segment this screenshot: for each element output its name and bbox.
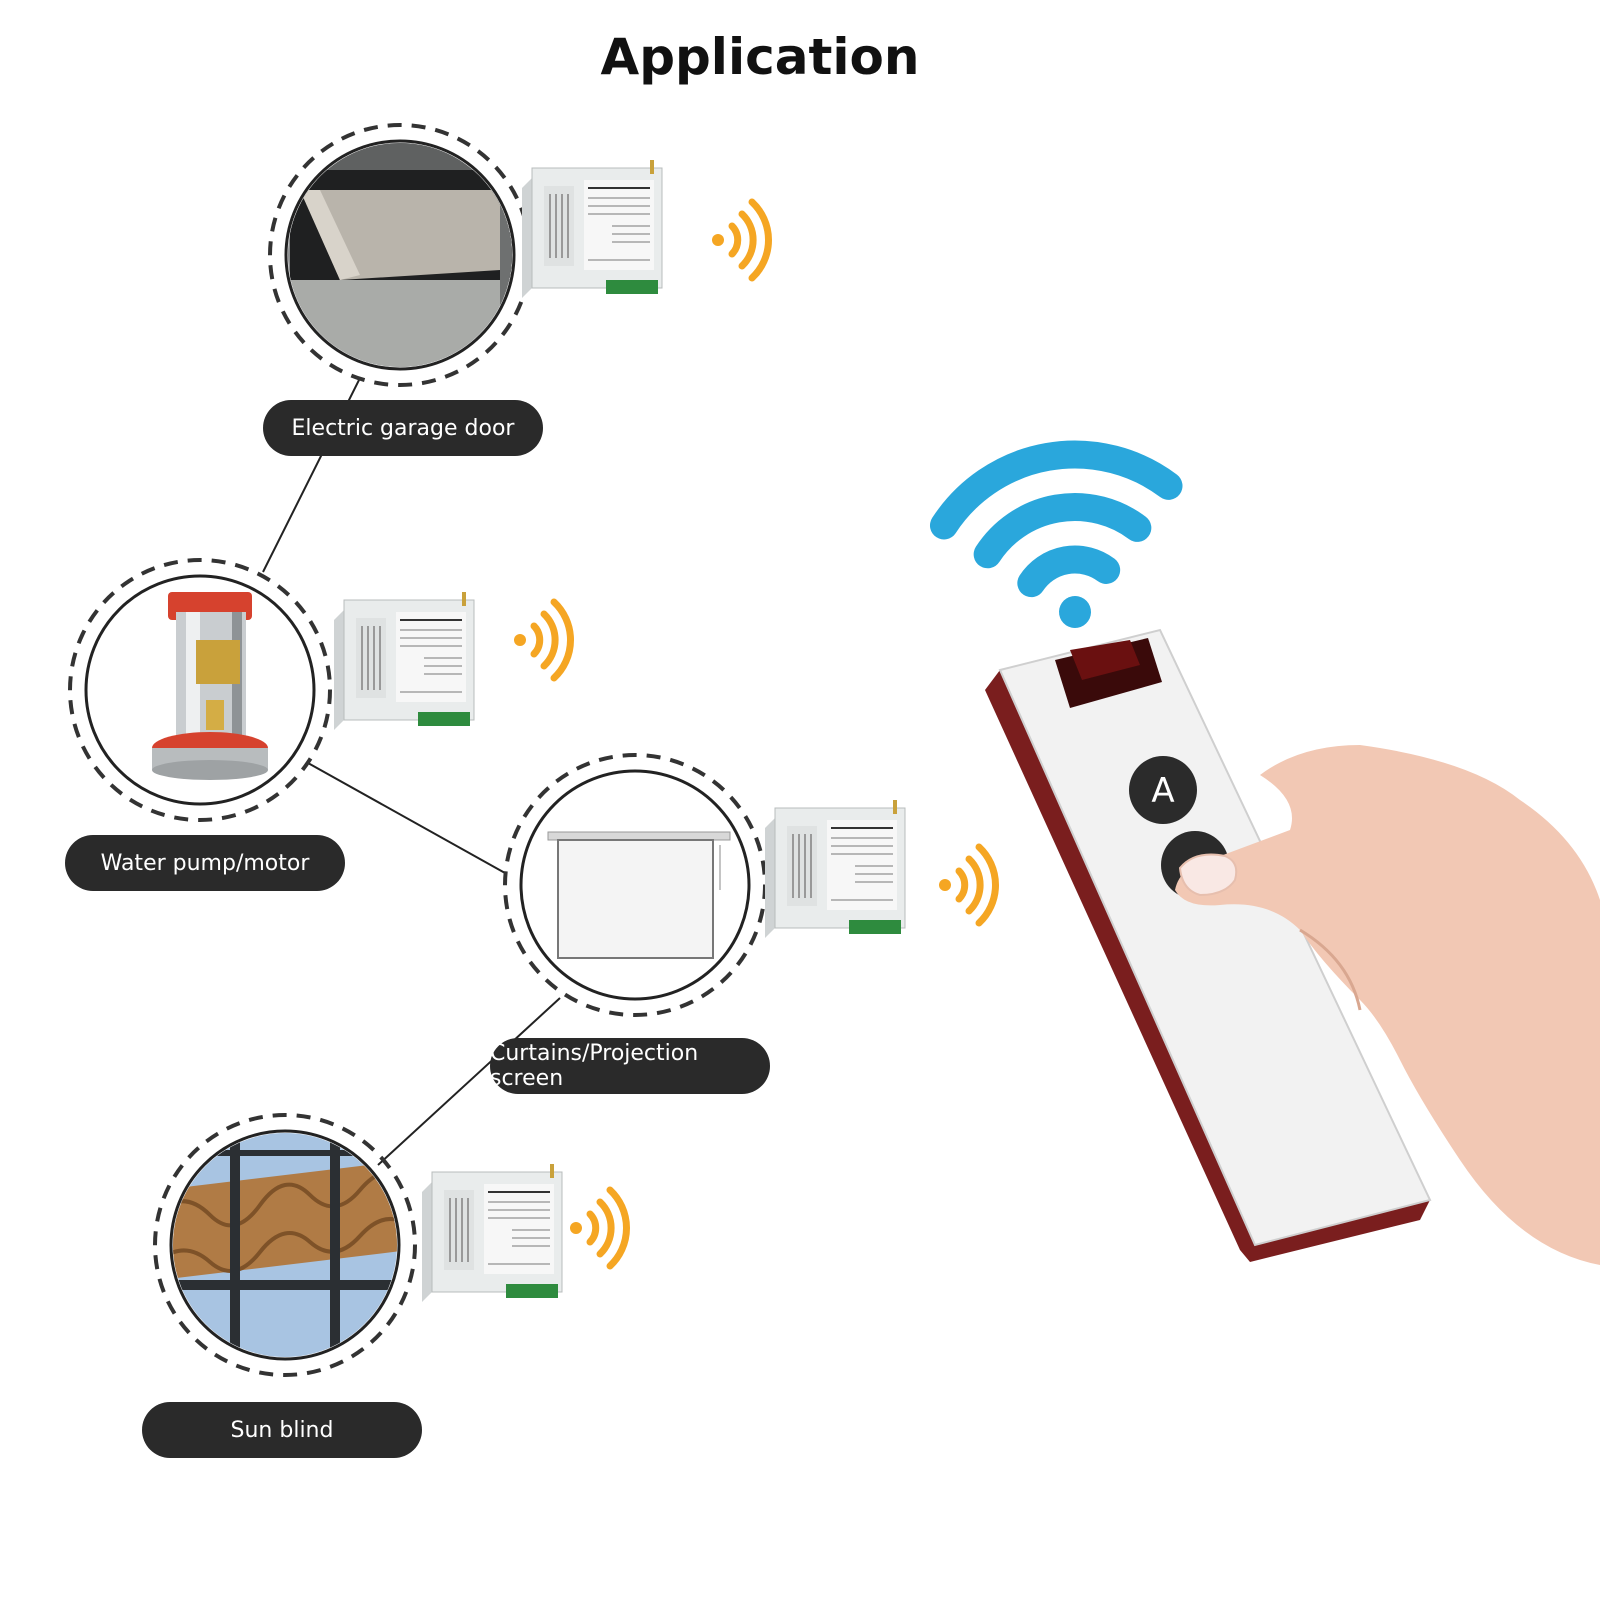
relay-module-icon (421, 1163, 563, 1303)
label-sun-blind: Sun blind (142, 1402, 422, 1458)
sun-blind-circle (153, 1113, 417, 1377)
signal-waves-icon (570, 1190, 627, 1266)
wifi-icon (929, 440, 1183, 628)
relay-module-icon (764, 799, 906, 939)
label-water-pump-motor: Water pump/motor (65, 835, 345, 891)
label-curtains-projection-screen: Curtains/Projection screen (490, 1038, 770, 1094)
label-electric-garage-door: Electric garage door (263, 400, 543, 456)
relay-module-icon (333, 591, 475, 731)
remote-button-a[interactable] (1129, 756, 1197, 824)
water-pump-circle (68, 558, 332, 822)
signal-waves-icon (514, 602, 571, 678)
projection-screen-circle (503, 753, 767, 1017)
remote-button-a-label: A (1151, 771, 1174, 811)
hand-icon (1175, 745, 1600, 1265)
signal-waves-icon (939, 847, 996, 923)
garage-door-circle (268, 123, 532, 387)
signal-waves-icon (712, 202, 769, 278)
relay-module-icon (521, 159, 663, 299)
page-title: Application (600, 28, 920, 86)
